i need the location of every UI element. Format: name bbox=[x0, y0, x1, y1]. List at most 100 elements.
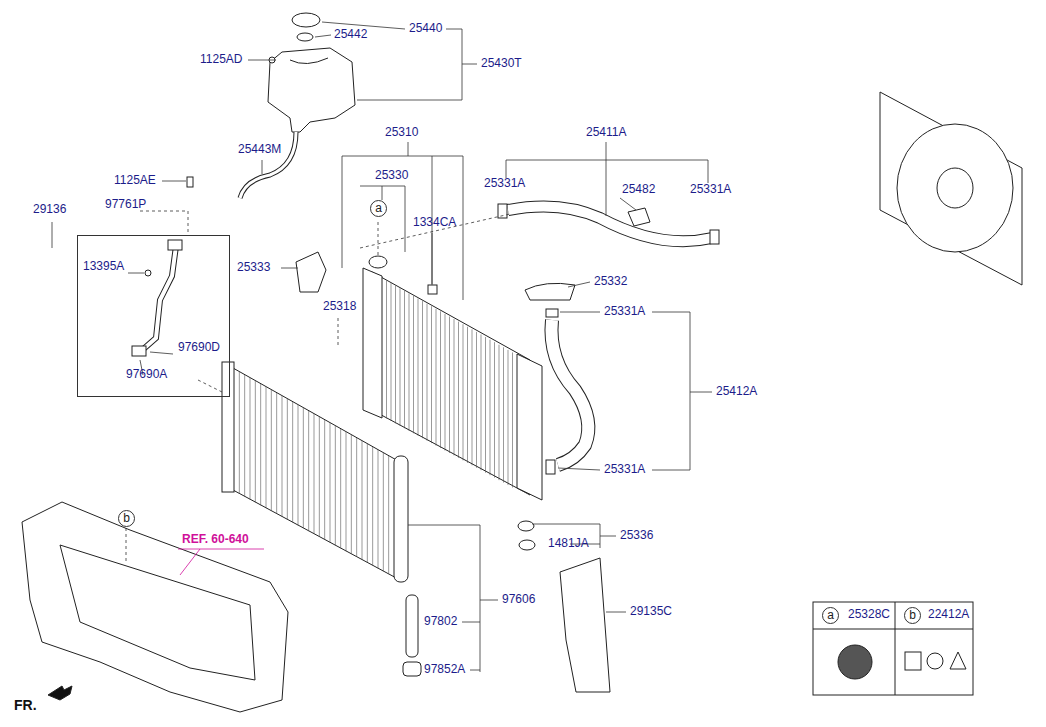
condenser-fin bbox=[319, 417, 320, 537]
part-group-box: 97761P13395A97690D97690A bbox=[77, 235, 230, 397]
hose-fitting bbox=[168, 240, 182, 250]
condenser-fin bbox=[303, 408, 304, 528]
condenser-fin bbox=[362, 441, 363, 560]
radiator-fin bbox=[512, 352, 513, 487]
callout-number: 25330 bbox=[375, 168, 408, 182]
radiator-fin bbox=[400, 288, 401, 426]
condenser-fin bbox=[276, 393, 277, 514]
legend-table bbox=[813, 602, 973, 695]
radiator-fin bbox=[481, 334, 482, 470]
callout-number: 97802 bbox=[424, 614, 457, 628]
callout-number: 25440 bbox=[409, 21, 442, 35]
warning-symbol bbox=[950, 652, 966, 669]
radiator-fin bbox=[440, 311, 441, 448]
radiator-fin bbox=[490, 340, 491, 476]
callout-number: 97690D bbox=[178, 340, 220, 354]
callout-number: 25331A bbox=[604, 304, 645, 318]
callout-number: 97606 bbox=[502, 592, 535, 606]
bracket bbox=[428, 285, 437, 294]
table-rule bbox=[813, 629, 973, 630]
condenser-fin bbox=[378, 450, 379, 568]
condenser-fin bbox=[287, 399, 288, 520]
filler-neck bbox=[369, 256, 387, 268]
radiator-fin bbox=[472, 329, 473, 465]
callout-number: 25443M bbox=[238, 142, 281, 156]
condenser-fin bbox=[372, 447, 373, 566]
condenser-core bbox=[233, 368, 400, 580]
callout-number: 25411A bbox=[586, 125, 626, 139]
cap-washer bbox=[297, 33, 313, 41]
radiator-fin bbox=[427, 304, 428, 441]
front-end-carrier bbox=[22, 502, 288, 712]
callout-number: REF. 60-640 bbox=[182, 532, 249, 546]
callout-number: 1125AE bbox=[114, 173, 156, 187]
condenser-fin bbox=[388, 456, 389, 574]
reference-letter: a bbox=[370, 200, 387, 217]
grommet bbox=[519, 540, 535, 550]
mount-bracket bbox=[525, 283, 575, 300]
radiator-fin bbox=[418, 299, 419, 436]
hose-protector bbox=[628, 208, 650, 226]
fan-hub bbox=[937, 168, 973, 208]
mount-bracket bbox=[296, 252, 326, 292]
overflow-hose-inner bbox=[240, 132, 296, 198]
condenser-fin bbox=[260, 384, 261, 505]
condenser-fin bbox=[255, 381, 256, 502]
leader-lines bbox=[52, 22, 712, 672]
reference-letter: a bbox=[822, 607, 839, 624]
callout-number: 29135C bbox=[630, 604, 672, 618]
callout-number: 97690A bbox=[126, 367, 167, 381]
radiator-fin bbox=[445, 314, 446, 451]
radiator-fin bbox=[391, 283, 392, 421]
receiver-tube bbox=[406, 595, 418, 657]
hose-clamp bbox=[546, 460, 555, 474]
callout-number: 25310 bbox=[385, 125, 418, 139]
callout-number: 25336 bbox=[620, 528, 653, 542]
radiator-tank bbox=[517, 354, 542, 500]
callout-number: 1481JA bbox=[548, 536, 589, 550]
callout-number: 25442 bbox=[334, 27, 367, 41]
callout-number: FR. bbox=[14, 698, 37, 712]
radiator-tank bbox=[363, 268, 382, 418]
radiator-fin bbox=[404, 291, 405, 429]
condenser-fin bbox=[346, 432, 347, 551]
condenser-fin bbox=[271, 390, 272, 511]
callout-number: 13395A bbox=[83, 259, 124, 273]
warning-symbol bbox=[905, 652, 921, 670]
hose-fitting bbox=[132, 346, 146, 356]
fan-shroud bbox=[880, 92, 1022, 285]
condenser-fin bbox=[314, 414, 315, 534]
lower-hose-inner bbox=[551, 320, 588, 465]
condenser-fin bbox=[324, 420, 325, 540]
radiator-fin bbox=[413, 296, 414, 433]
callout-number: 97761P bbox=[105, 197, 146, 211]
ac-hose bbox=[140, 246, 176, 352]
condenser-fin bbox=[239, 372, 240, 494]
condenser-fin bbox=[367, 444, 368, 563]
tank-detail bbox=[290, 58, 328, 64]
radiator-fin bbox=[422, 301, 423, 438]
bolt bbox=[187, 177, 193, 187]
front-arrow bbox=[48, 686, 72, 700]
hose-clamp bbox=[710, 230, 719, 244]
table-rule bbox=[895, 602, 896, 695]
callout-number: 25430T bbox=[481, 56, 522, 70]
condenser-fin bbox=[298, 405, 299, 525]
callout-number: 25328C bbox=[848, 607, 890, 621]
radiator-fin bbox=[508, 350, 509, 485]
upper-hose-inner bbox=[508, 206, 712, 241]
callout-number: 1125AD bbox=[200, 52, 242, 66]
radiator-fin bbox=[467, 327, 468, 463]
radiator-fin bbox=[494, 342, 495, 478]
condenser-fin bbox=[330, 423, 331, 543]
condenser-fin bbox=[335, 426, 336, 545]
callout-number: 25331A bbox=[690, 182, 731, 196]
callout-number: 29136 bbox=[33, 202, 66, 216]
reference-letter: b bbox=[118, 510, 135, 527]
callout-number: 25331A bbox=[484, 176, 525, 190]
radiator-fin bbox=[458, 322, 459, 458]
dashed-lines bbox=[126, 211, 510, 562]
upper-hose bbox=[508, 206, 712, 241]
callout-number: 25318 bbox=[323, 299, 356, 313]
callout-number: 25331A bbox=[604, 462, 645, 476]
